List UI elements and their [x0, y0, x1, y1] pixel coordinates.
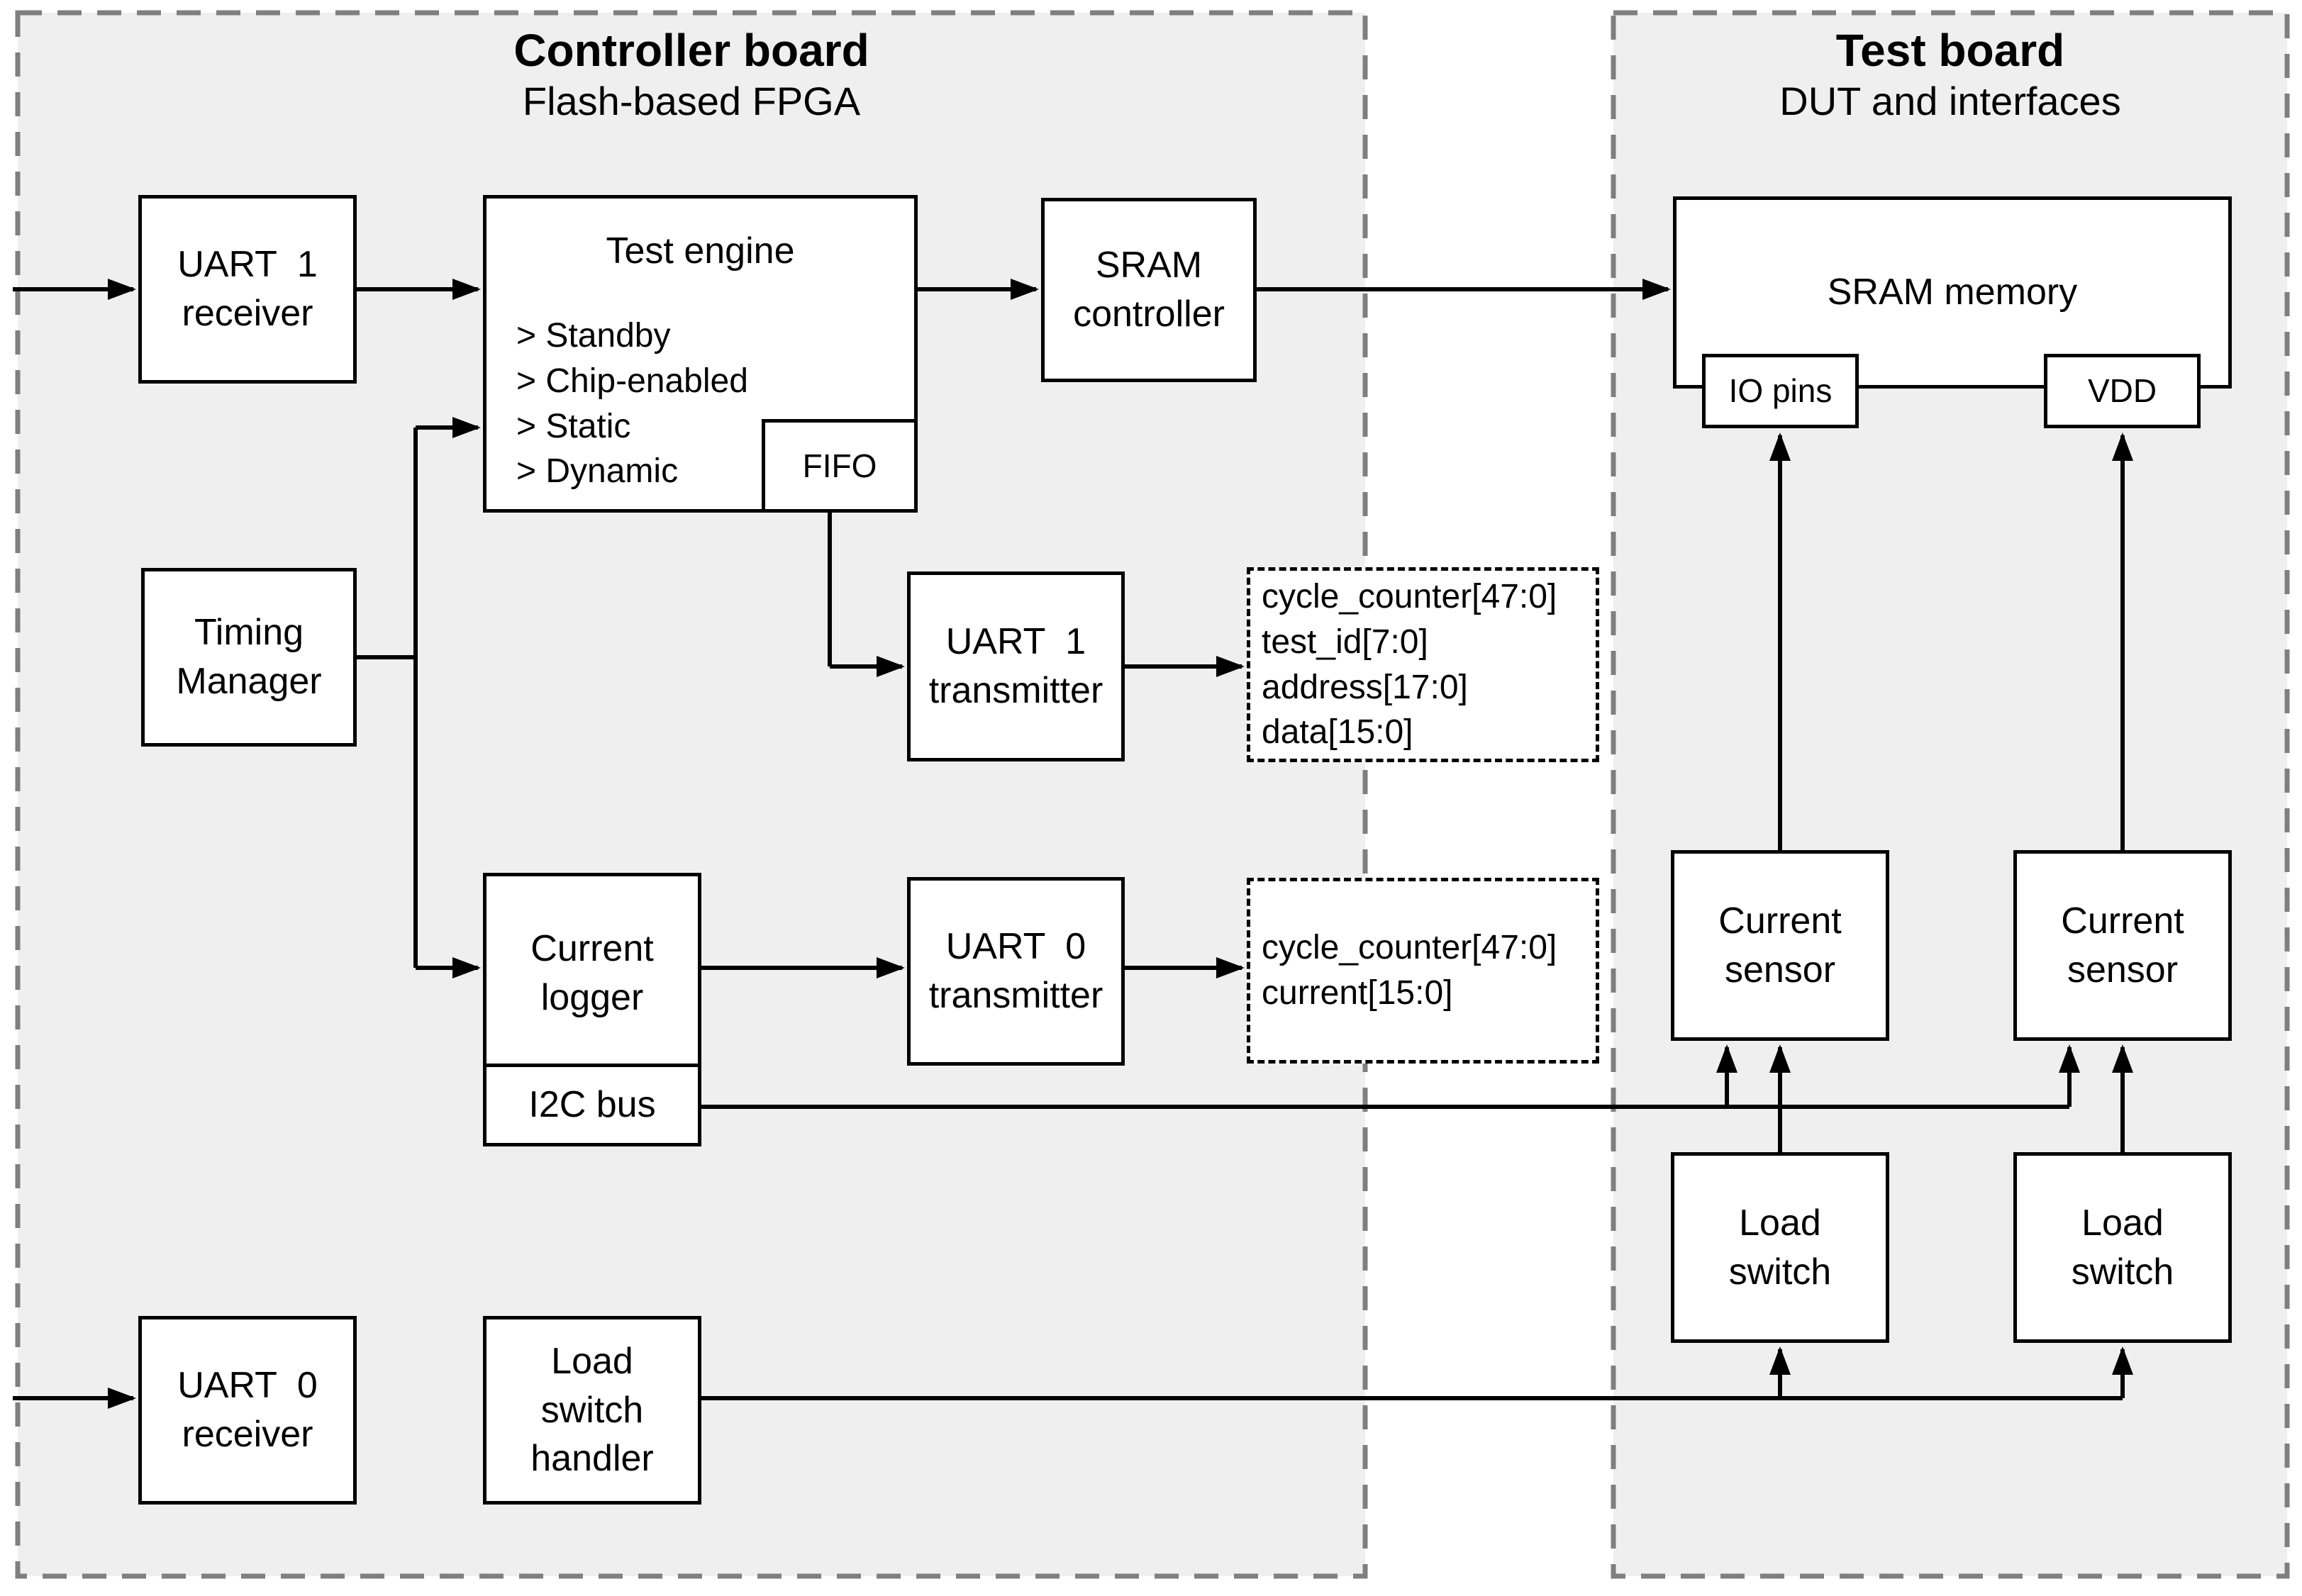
fifo-block: FIFO — [762, 419, 918, 513]
load-switch-vdd-block: Load switch — [2013, 1152, 2232, 1343]
current-sensor-vdd-block: Current sensor — [2013, 850, 2232, 1041]
test-board-subtitle: DUT and interfaces — [1779, 79, 2121, 123]
uart0-signal-list: cycle_counter[47:0] current[15:0] — [1247, 878, 1599, 1064]
controller-board-subtitle: Flash-based FPGA — [522, 79, 861, 123]
io-pins-block: IO pins — [1702, 354, 1859, 428]
uart1-receiver-block: UART 1 receiver — [138, 195, 357, 384]
load-switch-io-block: Load switch — [1671, 1152, 1889, 1343]
current-logger-block: Current logger I2C bus — [483, 873, 701, 1146]
controller-board-title: Controller board — [513, 25, 869, 76]
test-board-outline — [1611, 10, 2290, 1579]
timing-manager-block: Timing Manager — [141, 568, 357, 747]
wires — [13, 279, 2133, 1409]
i2c-bus-label: I2C bus — [486, 1064, 698, 1143]
board-outlines — [15, 10, 2290, 1579]
test-engine-title: Test engine — [606, 230, 795, 272]
load-switch-handler-block: Load switch handler — [483, 1316, 701, 1505]
test-board-title: Test board — [1835, 25, 2065, 76]
test-engine-modes: > Standby > Chip-enabled > Static > Dyna… — [516, 317, 748, 491]
vdd-block: VDD — [2044, 354, 2201, 428]
uart1-signal-list: cycle_counter[47:0] test_id[7:0] address… — [1247, 567, 1599, 762]
controller-board-outline — [15, 10, 1368, 1579]
current-logger-label: Current logger — [530, 928, 654, 1018]
uart0-receiver-block: UART 0 receiver — [138, 1316, 357, 1505]
current-sensor-io-block: Current sensor — [1671, 850, 1889, 1041]
uart0-transmitter-block: UART 0 transmitter — [907, 877, 1125, 1066]
sram-controller-block: SRAM controller — [1041, 198, 1257, 382]
uart1-transmitter-block: UART 1 transmitter — [907, 571, 1125, 761]
sram-memory-block: SRAM memory — [1673, 196, 2232, 389]
